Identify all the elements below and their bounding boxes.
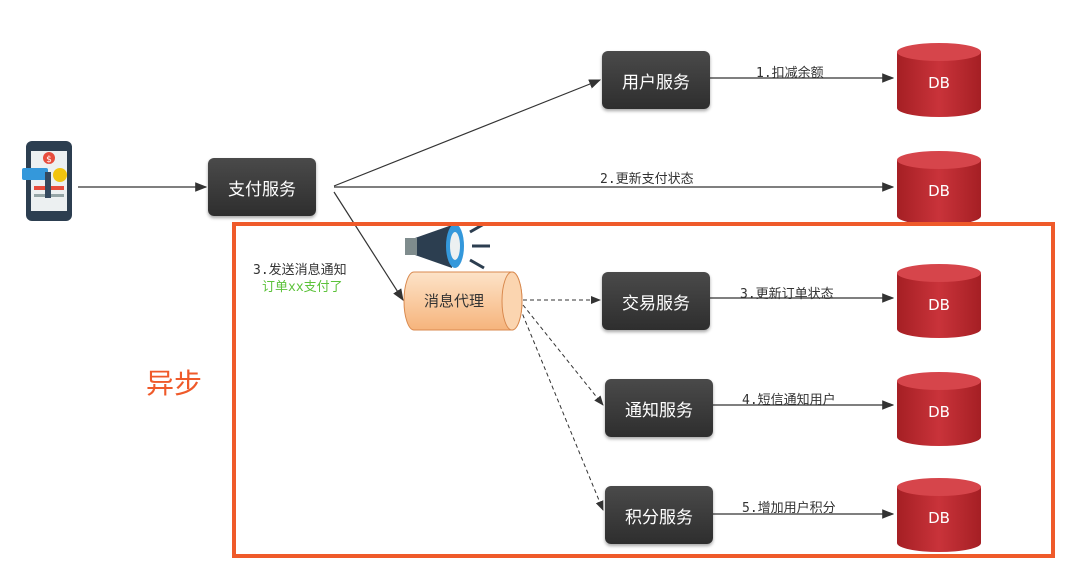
service-box-user: 用户服务 bbox=[602, 51, 710, 109]
edge-broker-to-points bbox=[519, 307, 604, 511]
service-box-points: 积分服务 bbox=[605, 486, 713, 544]
db-cylinder-5 bbox=[897, 478, 981, 552]
db-cylinder-2 bbox=[897, 151, 981, 225]
service-box-trade: 交易服务 bbox=[602, 272, 710, 330]
db-cylinder-1 bbox=[897, 43, 981, 117]
db-cylinder-4 bbox=[897, 372, 981, 446]
edge-label-add-points: 5.增加用户积分 bbox=[742, 501, 836, 516]
edge-label-deduct-balance: 1.扣减余额 bbox=[756, 66, 824, 81]
db-label-5: DB bbox=[928, 509, 950, 527]
svg-text:$: $ bbox=[46, 155, 52, 165]
edge-label-sms-notify: 4.短信通知用户 bbox=[742, 393, 836, 408]
edge-pay-to-user bbox=[333, 79, 602, 187]
edge-label-send-notification: 3.发送消息通知 bbox=[253, 263, 347, 278]
async-region-box bbox=[232, 222, 1055, 558]
db-cylinder-3 bbox=[897, 264, 981, 338]
db-label-4: DB bbox=[928, 403, 950, 421]
payment-phone-icon: $ bbox=[22, 141, 72, 221]
edge-label-order-paid: 订单xx支付了 bbox=[262, 280, 343, 295]
service-box-notify: 通知服务 bbox=[605, 379, 713, 437]
edge-label-update-pay-status: 2.更新支付状态 bbox=[600, 172, 694, 187]
db-label-3: DB bbox=[928, 296, 950, 314]
edge-broker-to-notify bbox=[522, 304, 604, 406]
message-broker-shape bbox=[403, 271, 523, 331]
db-label-1: DB bbox=[928, 74, 950, 92]
service-box-pay: 支付服务 bbox=[208, 158, 316, 216]
broker-label: 消息代理 bbox=[423, 292, 484, 310]
async-label: 异步 bbox=[146, 367, 203, 400]
edge-pay-to-broker bbox=[333, 191, 404, 302]
db-label-2: DB bbox=[928, 182, 950, 200]
megaphone-icon bbox=[405, 222, 490, 270]
edge-label-update-order-status: 3.更新订单状态 bbox=[740, 287, 834, 302]
